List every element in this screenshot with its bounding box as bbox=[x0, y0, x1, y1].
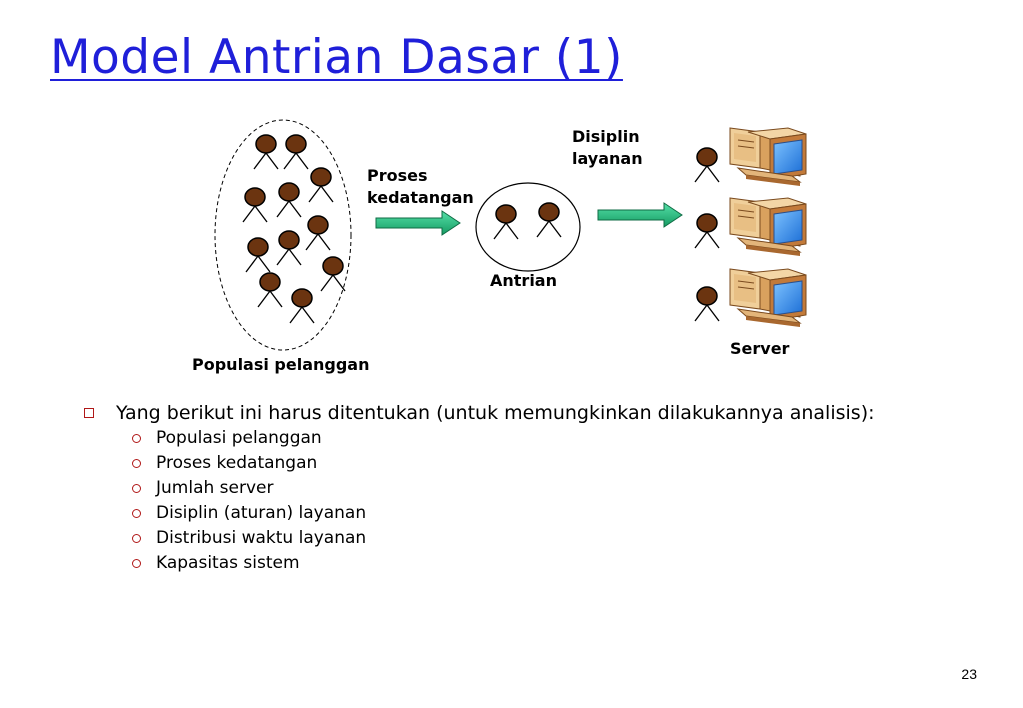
customer-icon bbox=[276, 230, 302, 266]
list-item: Disiplin (aturan) layanan bbox=[130, 501, 904, 526]
customer-icon bbox=[276, 182, 302, 218]
customer-icon bbox=[245, 237, 271, 273]
queue-boundary bbox=[475, 182, 581, 272]
arrival-arrow-icon bbox=[375, 210, 461, 236]
main-bullet-text: Yang berikut ini harus ditentukan (untuk… bbox=[116, 402, 875, 424]
list-item: Populasi pelanggan bbox=[130, 426, 904, 451]
list-item-text: Kapasitas sistem bbox=[156, 553, 300, 573]
queued-customer-icon bbox=[493, 204, 519, 240]
circle-bullet-icon bbox=[132, 484, 141, 493]
list-item-text: Jumlah server bbox=[156, 478, 274, 498]
circle-bullet-icon bbox=[132, 509, 141, 518]
server-person-icon bbox=[694, 286, 720, 322]
computer-icon bbox=[729, 127, 807, 187]
population-label: Populasi pelanggan bbox=[192, 355, 370, 374]
computer-icon bbox=[729, 268, 807, 328]
customer-icon bbox=[283, 134, 309, 170]
arrival-process-label: Proses kedatangan bbox=[367, 166, 474, 207]
list-item: Proses kedatangan bbox=[130, 451, 904, 476]
sub-bullet-list: Populasi pelanggan Proses kedatangan Jum… bbox=[84, 426, 904, 576]
computer-icon bbox=[729, 197, 807, 257]
customer-icon bbox=[320, 256, 346, 292]
service-discipline-label: Disiplin layanan bbox=[572, 127, 643, 168]
queue-label: Antrian bbox=[490, 271, 557, 290]
list-item: Distribusi waktu layanan bbox=[130, 526, 904, 551]
customer-icon bbox=[242, 187, 268, 223]
list-item: Kapasitas sistem bbox=[130, 551, 904, 576]
circle-bullet-icon bbox=[132, 434, 141, 443]
circle-bullet-icon bbox=[132, 459, 141, 468]
service-arrow-icon bbox=[597, 202, 683, 228]
circle-bullet-icon bbox=[132, 534, 141, 543]
server-person-icon bbox=[694, 147, 720, 183]
server-person-icon bbox=[694, 213, 720, 249]
square-bullet-icon bbox=[84, 408, 94, 418]
list-item-text: Populasi pelanggan bbox=[156, 428, 322, 448]
population-customers bbox=[242, 134, 346, 324]
list-item-text: Distribusi waktu layanan bbox=[156, 528, 367, 548]
slide-title: Model Antrian Dasar (1) bbox=[50, 30, 623, 85]
customer-icon bbox=[308, 167, 334, 203]
list-item: Jumlah server bbox=[130, 476, 904, 501]
customer-icon bbox=[257, 272, 283, 308]
customer-icon bbox=[305, 215, 331, 251]
list-item-text: Disiplin (aturan) layanan bbox=[156, 503, 367, 523]
population-boundary bbox=[214, 119, 352, 351]
customer-icon bbox=[289, 288, 315, 324]
servers bbox=[694, 127, 807, 328]
list-item-text: Proses kedatangan bbox=[156, 453, 318, 473]
server-label: Server bbox=[730, 339, 790, 358]
queued-customer-icon bbox=[536, 202, 562, 238]
main-bullet: Yang berikut ini harus ditentukan (untuk… bbox=[84, 403, 904, 424]
bullet-section: Yang berikut ini harus ditentukan (untuk… bbox=[84, 403, 904, 576]
circle-bullet-icon bbox=[132, 559, 141, 568]
page-number: 23 bbox=[961, 666, 977, 682]
customer-icon bbox=[253, 134, 279, 170]
